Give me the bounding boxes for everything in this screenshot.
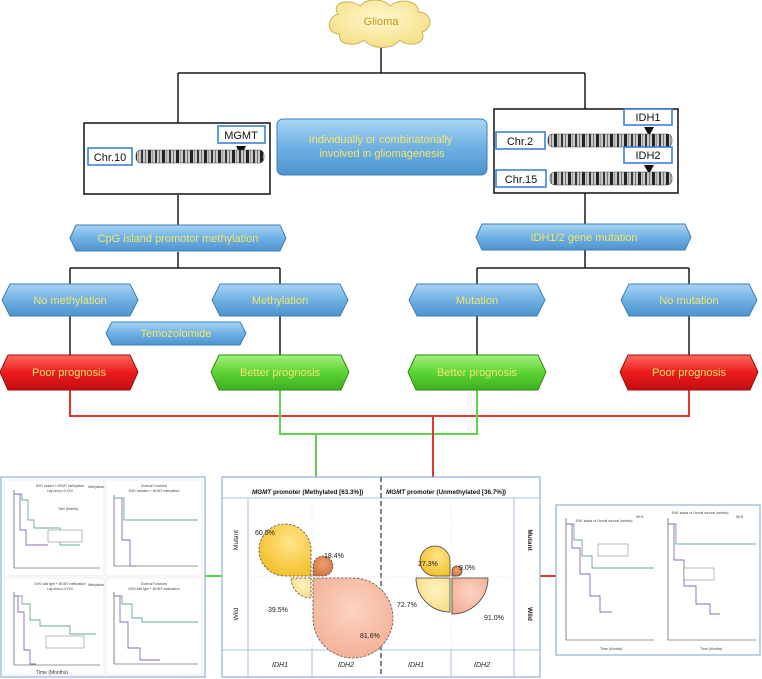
right-survival-panel: IDH1 status vs Overall survival (months)… (555, 504, 761, 656)
idh2-arrow-icon (644, 165, 654, 174)
right-km-plot-1: IDH1 status vs Overall survival (months)… (565, 515, 654, 651)
left-survival-panel: IDH1 mutant + MGMT methylation Log rank … (0, 476, 206, 678)
outcome-lines (69, 390, 690, 577)
chromosome-10-icon (135, 149, 265, 164)
chr10-box: MGMT Chr.10 (83, 122, 271, 195)
row-mutant-right: Mutant (526, 529, 533, 551)
cpg-header: CpG island promotor methylation (69, 224, 287, 252)
left-km-plot-1: IDH1 mutant + MGMT methylation Log rank … (3, 479, 105, 577)
idh1-arrow-icon (644, 127, 654, 136)
no-mutation-box: No mutation (620, 283, 758, 317)
no-methylation-box: No methylation (1, 283, 139, 317)
gliomagenesis-line2: involved in gliomagenesis (319, 148, 445, 160)
right-km-plot-2: IDH2 status vs Overall survival (months)… (667, 511, 756, 651)
foot-idh1-methylated: IDH1 (272, 662, 288, 669)
temozolomide-box: Temozolomide (105, 321, 247, 346)
no-mutation-label: No mutation (659, 295, 718, 307)
idh-header: IDH1/2 gene mutation (475, 223, 692, 251)
pct-m-wild-idh1: 39.5% (268, 607, 288, 614)
chromosome-15-icon (549, 171, 673, 186)
svg-text:Time (Months): Time (Months) (58, 507, 78, 511)
mutation-box: Mutation (408, 283, 546, 317)
bubble-u-wild-idh1 (415, 577, 451, 613)
svg-text:IDH2 status vs Overall surviva: IDH2 status vs Overall survival (months) (672, 511, 729, 515)
svg-text:Time (Months): Time (Months) (700, 647, 722, 651)
tree-lines (69, 38, 690, 355)
bubble-m-wild-idh1 (290, 577, 312, 599)
svg-text:Log rank p=0.XXX: Log rank p=0.XXX (47, 489, 74, 493)
idh-header-label: IDH1/2 gene mutation (530, 232, 637, 244)
col-unmethylated-header: MGMT promoter (Unmethylated [36.7%]) (386, 489, 506, 496)
gliomagenesis-box: Individually or combinatorially involved… (276, 118, 488, 176)
idh1-label: IDH1 (635, 112, 660, 124)
chr10-label: Chr.10 (94, 152, 126, 164)
glioma-cloud: Glioma (328, 0, 431, 48)
no-methylation-label: No methylation (33, 295, 106, 307)
bubble-m-mut-idh1 (258, 523, 312, 577)
svg-text:IDH2: IDH2 (736, 515, 743, 519)
row-wild-left: Wild (233, 607, 240, 620)
chromosome-2-icon (547, 133, 673, 148)
svg-text:Survival Functions: Survival Functions (141, 484, 167, 488)
better-prognosis-right-label: Better prognosis (437, 367, 518, 379)
svg-text:IDH1: IDH1 (636, 515, 643, 519)
svg-text:IDH2 wild type + MGMT methylat: IDH2 wild type + MGMT methylation (128, 587, 179, 591)
pct-u-mut-idh2: 9.0% (459, 565, 475, 572)
gliomagenesis-line1: Individually or combinatorially (309, 134, 453, 146)
svg-text:IDH1 status vs Overall surviva: IDH1 status vs Overall survival (months) (576, 519, 633, 523)
bubble-u-mut-idh1 (419, 545, 451, 577)
left-km-plot-4: Survival Functions IDH2 wild type + MGMT… (105, 577, 203, 676)
svg-text:Log rank p=0.XXX: Log rank p=0.XXX (47, 587, 74, 591)
bubble-m-mut-idh2 (312, 555, 334, 577)
row-mutant-left: Mutant (233, 530, 240, 550)
svg-text:Methylation: Methylation (88, 583, 105, 587)
idh2-label: IDH2 (635, 150, 660, 162)
pct-m-mut-idh2: 18.4% (324, 553, 344, 560)
svg-text:IDH1 mutation + MGMT methylati: IDH1 mutation + MGMT methylation (129, 489, 180, 493)
glioma-title: Glioma (364, 16, 400, 28)
poor-prognosis-left-label: Poor prognosis (32, 367, 106, 379)
bubble-m-wild-idh2 (312, 577, 394, 659)
svg-text:IDH1 wild type + MGMT methylat: IDH1 wild type + MGMT methylation (34, 582, 85, 586)
col-methylated-header: MGMT promoter (Methylated [63.3%]) (252, 489, 363, 496)
mutation-label: Mutation (456, 295, 498, 307)
pct-u-mut-idh1: 27.3% (418, 561, 438, 568)
pct-u-wild-idh2: 91.0% (484, 615, 504, 622)
svg-text:IDH1 mutant + MGMT methylation: IDH1 mutant + MGMT methylation (36, 484, 85, 488)
mgmt-label: MGMT (224, 130, 258, 142)
foot-idh2-methylated: IDH2 (338, 662, 354, 669)
bubble-u-mut-idh2 (451, 565, 463, 577)
svg-text:Methylation: Methylation (88, 485, 105, 489)
chr2-label: Chr.2 (507, 136, 533, 148)
better-prognosis-right-box: Better prognosis (407, 354, 547, 391)
poor-prognosis-left-box: Poor prognosis (0, 354, 139, 391)
left-km-plot-2: Survival Functions IDH1 mutation + MGMT … (105, 479, 203, 577)
better-prognosis-left-box: Better prognosis (210, 354, 350, 391)
methylation-box: Methylation (211, 283, 349, 317)
foot-idh1-unmethylated: IDH1 (408, 662, 424, 669)
pct-u-wild-idh1: 72.7% (397, 602, 417, 609)
chr2-chr15-box: IDH1 Chr.2 IDH2 Chr.15 (493, 108, 679, 194)
svg-text:Individually or combinatoriall: Individually or combinatorially involved… (309, 134, 456, 160)
foot-idh2-unmethylated: IDH2 (474, 662, 490, 669)
svg-text:Time (Months): Time (Months) (36, 670, 68, 676)
svg-text:Survival Functions: Survival Functions (141, 582, 167, 586)
pct-m-wild-idh2: 81.6% (360, 633, 380, 640)
bubble-u-wild-idh2 (451, 577, 489, 615)
left-km-plot-3: IDH1 wild type + MGMT methylation Log ra… (3, 577, 105, 676)
mgmt-idh-bubble-panel: MGMT promoter (Methylated [63.3%]) MGMT … (221, 476, 541, 678)
better-prognosis-left-label: Better prognosis (240, 367, 321, 379)
row-wild-right: Wild (526, 607, 533, 621)
poor-prognosis-right-label: Poor prognosis (652, 367, 726, 379)
pct-m-mut-idh1: 60.5% (255, 530, 275, 537)
temozolomide-label: Temozolomide (141, 328, 212, 340)
cpg-header-label: CpG island promotor methylation (98, 233, 259, 245)
methylation-label: Methylation (252, 295, 308, 307)
chr15-label: Chr.15 (505, 174, 537, 186)
svg-text:Time (Months): Time (Months) (600, 647, 622, 651)
poor-prognosis-right-box: Poor prognosis (619, 354, 759, 391)
